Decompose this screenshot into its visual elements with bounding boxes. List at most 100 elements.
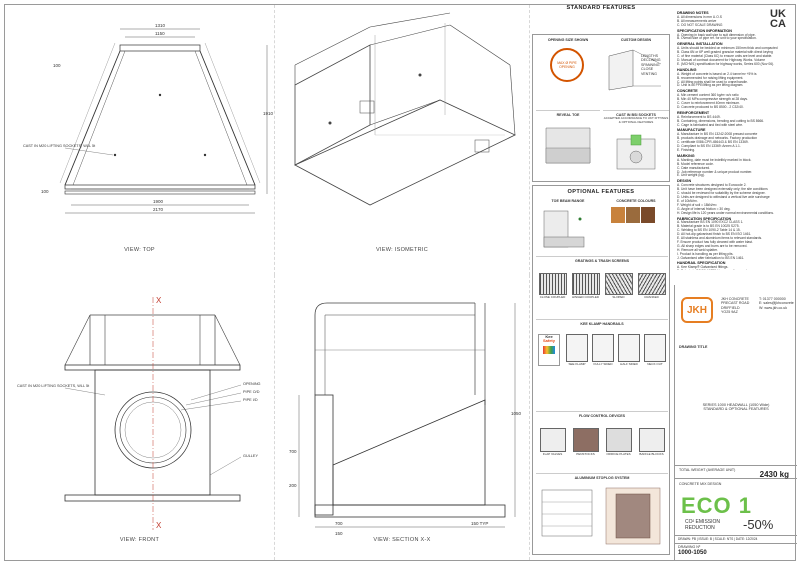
weight-row: TOTAL WEIGHT (AVERAGE UNIT) 2430 kg <box>675 465 797 479</box>
notes-line: C. should be reviewed for suitability by… <box>677 191 766 196</box>
orifice-plate-icon <box>605 428 632 452</box>
view-front-caption: VIEW: FRONT <box>119 537 160 543</box>
notes-line: B. All measurements arrive <box>677 18 717 23</box>
view-section-caption: VIEW: SECTION X-X <box>373 537 431 543</box>
dim-top-offset: 100 <box>53 63 61 68</box>
notes-line: D. All hot-dip galvanised finish to BS E… <box>677 232 752 237</box>
dim-top-bottom-offset: 100 <box>41 189 49 194</box>
notes-section-title: CONCRETE <box>677 89 698 94</box>
eco-percent: -50% <box>743 517 774 532</box>
grating-hinged-icon <box>571 273 600 295</box>
notes-line: G. Angle of internal friction = 30 deg. <box>677 206 731 211</box>
grating-item: HINGED COUPLED <box>571 273 600 299</box>
eco-logo: ECO 1 CO² EMISSION REDUCTION -50% <box>681 493 774 532</box>
notes-line: A. Manufacture BS EN 1090 EXC2 CLASS 1. <box>677 220 744 225</box>
notes-section-title: MANUFACTURE <box>677 128 706 133</box>
notes-line: G. All sharp edges and burrs are to be r… <box>677 243 748 248</box>
custom-design-drawing <box>608 49 662 91</box>
standard-features-title: STANDARD FEATURES <box>533 5 669 11</box>
front-label-pipe-od: PIPE O/D <box>243 390 260 394</box>
notes-line: D. Units are designed to withstand a ver… <box>677 194 770 199</box>
reveal-toe-heading: REVEAL TOE <box>556 113 580 117</box>
custom-design-panel: CUSTOM DESIGN LENGTHS DECLINING SPANNING… <box>603 38 669 106</box>
notes-line: B. Containing, dimensions, bending and c… <box>677 118 765 123</box>
notes-line: E. All stainless and aluminium items to … <box>677 236 763 241</box>
notes-line: C. Cover to reinforcement 40mm minimum. <box>677 101 741 106</box>
concrete-mix-label: CONCRETE MIX DESIGN <box>679 482 722 486</box>
grating-cranked-icon <box>637 273 666 295</box>
notes-line: A. Kee Klamp® Galvanised fittings. <box>677 265 729 270</box>
notes-section-title: MARKING <box>677 153 695 158</box>
handrail-klamp-icon <box>566 334 588 362</box>
handrail-items: SEE KLAMP FULLY SIDED HALF SIDED NECK OU… <box>564 334 668 366</box>
gratings-panel: GRATINGS & TRASH SCREENS CLOSE COUPLED H… <box>536 256 668 318</box>
stoplog-title: ALUMINIUM STOPLOG SYSTEM <box>574 476 630 480</box>
dim-top-base-outer: 2170 <box>153 207 164 212</box>
notes-section-title: REINFORCEMENT <box>677 110 710 115</box>
view-isometric-panel: VIEW: ISOMETRIC <box>275 5 530 275</box>
dim-top-width: 1310 <box>155 23 166 28</box>
view-section-panel: 1050 700 200 700 150 150 TYP VIEW: SECTI… <box>275 275 530 560</box>
notes-line: B. Unit have been designed externally on… <box>677 187 768 192</box>
view-top-caption: VIEW: TOP <box>124 247 155 253</box>
optional-features-title: OPTIONAL FEATURES <box>567 189 635 195</box>
weight-value: 2430 kg <box>759 470 789 479</box>
notes-line: C. DO NOT SCALE DRAWING <box>677 22 723 27</box>
opening-size-heading: OPENING SIZE SHOWN <box>547 38 589 42</box>
cast-sockets-panel: CAST IN BSI SOCKETS ACCEPTED ACCORDANCE … <box>603 110 669 180</box>
notes-section-title: HANDRAIL SPECIFICATION <box>677 261 726 266</box>
dim-section-bottom-b: 150 <box>335 531 343 536</box>
grating-item: CRANKED <box>637 273 666 299</box>
concrete-colours-heading: CONCRETE COLOURS <box>616 199 656 203</box>
handrails-title: KEE KLAMP HANDRAILS <box>580 322 624 326</box>
notes-line: A. Manufacture in BS EN 13242:2008 preca… <box>677 132 758 137</box>
view-top-drawing: 1310 1150 100 1910 100 1900 2170 CAST IN… <box>23 23 274 214</box>
notes-section-title: DRAWING NOTES <box>677 11 709 15</box>
colour-swatch-dark <box>641 207 655 223</box>
notes-line: D. Manual of contract document for Highw… <box>677 57 766 62</box>
section-marker-top: X <box>156 296 162 305</box>
notes-line: F. Ensure product has fully cleaned with… <box>677 239 753 244</box>
handrails-panel: KEE KLAMP HANDRAILS Kee Safety SEE KLAMP… <box>536 319 668 409</box>
flow-item: BAFFLE BLOCKS <box>638 428 665 456</box>
drawing-title: SERIES 1000 HEADWALL (1050 Wide) STANDAR… <box>702 403 770 412</box>
notes-line: A. Opening in back wall size to suit dim… <box>677 32 756 37</box>
handrail-neck-icon <box>644 334 666 362</box>
colour-swatch-buff <box>611 207 625 223</box>
notes-line: A. Weight of concrete is based on 2.4 to… <box>677 71 757 76</box>
toe-beam-heading: TOE BEAM RANGE <box>551 199 585 203</box>
cast-sockets-drawing <box>616 134 656 170</box>
dim-top-height: 1910 <box>263 111 274 116</box>
notes-line: A. Concrete structures designed to Euroc… <box>677 183 747 188</box>
notes-line: A. Reinforcement to BS 4449. <box>677 114 721 119</box>
grating-item: SLOPED <box>604 273 633 299</box>
notes-line: A. Marking, date must be indelibly marke… <box>677 157 752 162</box>
dim-section-left-b: 200 <box>289 483 297 488</box>
handrail-item: HALF SIDED <box>618 334 640 366</box>
view-top-panel: 1310 1150 100 1910 100 1900 2170 CAST IN… <box>5 5 275 275</box>
company-address: JKH CONCRETE PRECAST ROAD DRIFFIELD YO25… <box>721 297 750 315</box>
reveal-toe-drawing <box>545 127 591 164</box>
dim-top-inner: 1150 <box>155 31 165 36</box>
handrail-item: SEE KLAMP <box>566 334 588 366</box>
view-front-drawing: X X CAST IN M20 LIFTING SOCKETS, WLL 5t … <box>17 296 261 530</box>
jkh-logo: JKH <box>681 297 713 323</box>
notes-line: C. Cage is fabricated and tied with stee… <box>677 122 743 127</box>
notes-line: C. Date manufactured. <box>677 165 711 170</box>
drawn-row: DRAWN: PB | ISSUE: B | SCALE: NTS | DATE… <box>675 535 797 542</box>
front-label-gulley: GULLEY <box>243 454 258 458</box>
custom-item-lengths: LENGTHS <box>641 54 658 58</box>
notes-line: J. Galvanised after fabrication to BS EN… <box>677 255 745 260</box>
notes-line: D. Compliant to BS EN 13369: Annex A 1.1… <box>677 144 741 149</box>
notes-line: C. Welding to BS EN 1090-2 Table 14 & 15… <box>677 228 741 233</box>
handrail-item: FULLY SIDED <box>592 334 614 366</box>
baffle-block-icon <box>638 428 665 452</box>
view-isometric-drawing <box>294 12 516 206</box>
front-label-lifting: CAST IN M20 LIFTING SOCKETS, WLL 5t <box>17 384 90 388</box>
title-block: JKH JKH CONCRETE PRECAST ROAD DRIFFIELD … <box>674 285 797 561</box>
company-contact: T: 01377 000000 E: sales@jkhconcrete W: … <box>759 297 794 310</box>
dim-top-base-inner: 1900 <box>153 199 164 204</box>
notes-line: C. certificate 0086-CPR-456443 & BS EN 1… <box>677 140 749 145</box>
ukca-mark: UK CA <box>770 8 786 30</box>
custom-item-venting: CLOSE VENTING <box>641 67 657 76</box>
